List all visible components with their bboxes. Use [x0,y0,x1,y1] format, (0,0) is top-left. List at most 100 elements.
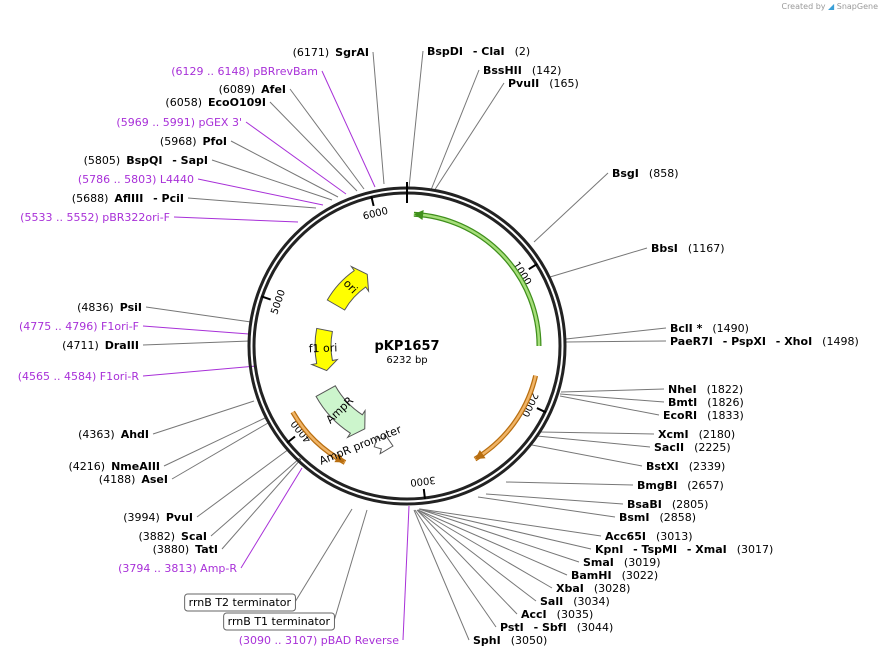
leader-line-pvuii [433,82,505,192]
site-label-pvui: (3994)PvuI [123,511,193,524]
leader-line-psti [414,509,497,628]
site-label-bspdi: BspDI - ClaI(2) [427,45,530,58]
leader-line-bsgi [533,172,609,243]
site-label-pbr322ori: (5533 .. 5552) pBR322ori-F [20,211,170,224]
site-label-bcli: BclI *(1490) [670,322,749,335]
leader-line-afei [289,88,365,190]
leader-line-pvui [196,448,290,518]
site-label-part: (5805) [84,154,121,167]
site-label-part: (4565 .. 4584) F1ori-R [18,370,140,383]
feature-ampr [315,385,366,439]
site-label-bspqi: (5805)BspQI - SapI [84,154,208,167]
site-label-part: SalI [540,595,563,608]
site-label-pbrrevbam: (6129 .. 6148) pBRrevBam [171,65,318,78]
site-label-part: (3044) [577,621,614,634]
site-label-part: KpnI [595,543,623,556]
leader-line-bsabi [485,493,624,505]
site-label-psti: PstI - SbfI(3044) [500,621,613,634]
site-label-paer7i: PaeR7I - PspXI - XhoI(1498) [670,335,859,348]
site-label-rrnbt2: rrnB T2 terminator [189,596,292,609]
tick-mark [422,488,426,500]
feature-arrowhead-3 [334,453,346,463]
site-label-pvuii: PvuII(165) [508,77,579,90]
site-label-part: - PspXI [719,335,766,348]
site-label-part: AccI [521,608,547,621]
leader-line-bspdi [408,50,424,189]
site-label-xcmi: XcmI (2180) [658,428,735,441]
leader-line-bmti [559,393,665,403]
site-label-part: - XmaI [683,543,727,556]
site-label-part: AhdI [121,428,149,441]
site-label-part: BamHI [571,569,612,582]
site-label-f1orif: (4775 .. 4796) F1ori-F [19,320,139,333]
site-label-part: SphI [473,634,501,647]
site-label-part: - SbfI [530,621,567,634]
tick-label: 5000 [269,288,288,316]
site-label-bsgi: BsgI(858) [612,167,679,180]
site-label-part: (1826) [707,396,744,409]
leader-line-bmgbi [505,481,634,486]
site-label-ecoo109i: (6058)EcoO109I [165,96,266,109]
site-label-part: (4775 .. 4796) F1ori-F [19,320,139,333]
site-label-part: (3035) [557,608,594,621]
site-label-part: (2180) [699,428,736,441]
leader-line-pbr322ori [173,216,299,223]
site-label-part: PvuI [166,511,193,524]
site-label-part: rrnB T1 terminator [228,615,331,628]
site-label-pfoi: (5968)PfoI [160,135,227,148]
leader-line-bspqi [211,159,333,201]
tick-mark [528,263,538,271]
site-label-part: - TspMI [629,543,677,556]
leader-line-scai [210,457,301,537]
leader-line-ecori [559,395,660,416]
feature-arc-fill-1 [413,212,541,347]
site-label-part: (3880) [153,543,190,556]
site-label-pgex3: (5969 .. 5991) pGEX 3' [116,116,242,129]
site-label-part: (4711) [62,339,99,352]
plasmid-length: 6232 bp [386,355,427,366]
site-label-part: (5969 .. 5991) pGEX 3' [116,116,242,129]
leader-line-bsmi [477,496,616,518]
site-label-part: (4836) [77,301,114,314]
site-label-ecori: EcoRI(1833) [663,409,744,422]
site-label-bsshii: BssHII(142) [483,64,561,77]
site-label-part: PfoI [203,135,228,148]
leader-line-bsshii [430,69,480,191]
feature-ampr-promoter [373,433,394,455]
tick-label: 6000 [362,206,389,223]
site-label-part: (3034) [573,595,610,608]
leader-line-sacii [536,435,651,448]
site-label-part: BssHII [483,64,522,77]
site-label-ahdi: (4363)AhdI [78,428,149,441]
leader-line-drai [142,340,251,346]
site-label-part: ScaI [181,530,207,543]
leader-line-pbadrev [402,505,410,641]
site-label-part: (3022) [622,569,659,582]
site-label-part: BspQI [126,154,162,167]
site-label-part: (3050) [511,634,548,647]
site-label-part: BsaBI [627,498,662,511]
leader-line-bbsi [549,247,648,278]
site-label-bsmi: BsmI(2858) [619,511,696,524]
feature-box-rrnbt2 [184,593,296,612]
site-label-part: XcmI [658,428,689,441]
site-label-part: (3013) [656,530,693,543]
site-label-f1orir: (4565 .. 4584) F1ori-R [18,370,140,383]
site-labels: (6171)SgrAI(6129 .. 6148) pBRrevBam(6089… [18,45,859,647]
credit-prefix: Created by [781,2,826,11]
site-label-part: DraIII [105,339,139,352]
site-label-bmti: BmtI(1826) [668,396,744,409]
site-label-part: NmeAIII [111,460,160,473]
site-label-part: BspDI [427,45,463,58]
feature-f1-ori [310,327,339,372]
site-label-part: XbaI [556,582,584,595]
tick-label: 3000 [410,474,437,488]
site-label-part: (1167) [688,242,725,255]
leader-line-sali [416,509,537,602]
tick-mark [536,407,547,414]
site-label-part: (1833) [707,409,744,422]
leader-line-f1orir [142,365,257,377]
feature-arrowhead-1 [413,210,424,220]
credit-brand: SnapGene [836,2,878,11]
